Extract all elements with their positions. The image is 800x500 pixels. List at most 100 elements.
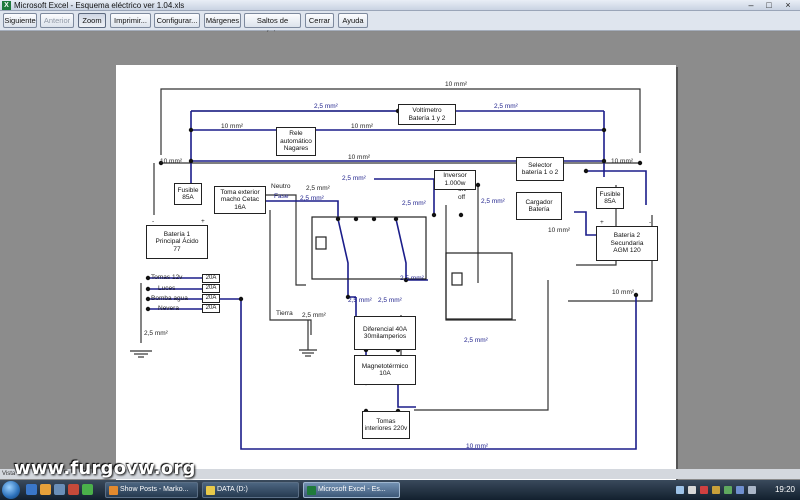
wire-right-return: [576, 185, 617, 266]
load-3-fuse: 20A: [202, 294, 220, 303]
shore-power-box: Toma exterior macho Cetac 16A: [214, 186, 266, 214]
status-text: Vista: [2, 471, 16, 477]
load-1-label: Tomas 12v: [151, 274, 183, 281]
breaker-box: Magnetotérmico 10A: [354, 355, 416, 385]
page-breaks-button[interactable]: Saltos de página: [244, 13, 301, 38]
wire-top-10mm: [160, 88, 641, 155]
label-neutro: Neutro: [271, 183, 291, 190]
battery1-minus: -: [152, 218, 155, 225]
label-25mm-g: 2,5 mm²: [481, 198, 505, 205]
quicklaunch-app-icon[interactable]: [82, 484, 93, 495]
label-10mm-mid: 10 mm²: [348, 154, 371, 161]
label-25mm-j: 2,5 mm²: [378, 297, 402, 304]
wire-charger-bat: [574, 211, 604, 236]
label-10mm-a: 10 mm²: [221, 123, 244, 130]
previous-page-button[interactable]: Anterior: [40, 13, 74, 28]
inverter-box: Inversor 1.000w: [434, 170, 476, 190]
wire-contact-a: [337, 218, 356, 298]
label-25mm-i: 2,5 mm²: [348, 297, 372, 304]
load-4-fuse: 20A: [202, 304, 220, 313]
fuse1-box: Fusible 85A: [174, 183, 202, 205]
taskbar-item-label: DATA (D:): [217, 486, 248, 493]
label-25mm-b: 2,5 mm²: [494, 103, 518, 110]
quicklaunch-media-icon[interactable]: [68, 484, 79, 495]
label-25mm-e: 2,5 mm²: [300, 195, 324, 202]
load-1-fuse: 20A: [202, 274, 220, 283]
zoom-button[interactable]: Zoom: [78, 13, 106, 28]
label-10mm-bottom: 10 mm²: [466, 443, 489, 450]
close-preview-button[interactable]: Cerrar: [305, 13, 334, 28]
tray-update-icon[interactable]: [724, 486, 732, 494]
label-25mm-f: 2,5 mm²: [402, 200, 426, 207]
next-page-button[interactable]: Siguiente: [3, 13, 37, 28]
label-25mm-d: 2,5 mm²: [342, 175, 366, 182]
margins-button[interactable]: Márgenes: [204, 13, 241, 28]
label-10mm-right: 10 mm²: [611, 158, 634, 165]
taskbar-item-explorer[interactable]: DATA (D:): [202, 482, 299, 498]
battery1-plus: +: [201, 218, 205, 225]
tray-volume-icon[interactable]: [688, 486, 696, 494]
wire-shore-neutral: [264, 194, 306, 286]
start-button[interactable]: [2, 481, 20, 499]
title-bar: X Microsoft Excel - Esquema eléctrico ve…: [0, 0, 800, 11]
tray-network-icon[interactable]: [676, 486, 684, 494]
interior-sockets-box: Tomas interiores 220v: [362, 411, 410, 439]
quicklaunch-firefox-icon[interactable]: [40, 484, 51, 495]
differential-box: Diferencial 40A 30milamperios: [354, 316, 416, 350]
window-title: Microsoft Excel - Esquema eléctrico ver …: [14, 1, 185, 10]
label-tierra: Tierra: [276, 310, 293, 317]
label-fase: Fase: [274, 193, 289, 200]
page-setup-button[interactable]: Configurar...: [154, 13, 200, 28]
battery2-box: Batería 2 Secundaria AGM 120: [596, 226, 658, 261]
label-25mm-c: 2,5 mm²: [306, 185, 330, 192]
label-10mm-selector: 10 mm²: [548, 227, 571, 234]
label-25mm-l: 2,5 mm²: [464, 337, 488, 344]
wire-contact-b: [395, 218, 428, 281]
label-10mm-b: 10 mm²: [351, 123, 374, 130]
taskbar-item-forum[interactable]: Show Posts - Marko...: [105, 482, 198, 498]
label-off: off: [458, 194, 466, 201]
quicklaunch-folder-icon[interactable]: [54, 484, 65, 495]
relay-coil-2: [451, 272, 463, 286]
wire-fase: [264, 200, 339, 219]
battery1-box: Batería 1 Principal Ácido 77: [146, 225, 208, 259]
status-bar: Vista: [0, 469, 800, 479]
taskbar: Show Posts - Marko... DATA (D:) Microsof…: [0, 480, 800, 500]
wire-selector: [586, 170, 647, 205]
tray-security-icon[interactable]: [700, 486, 708, 494]
taskbar-clock[interactable]: 19:20: [774, 485, 796, 494]
taskbar-item-excel[interactable]: Microsoft Excel - Es...: [303, 482, 400, 498]
label-10mm-top: 10 mm²: [445, 81, 468, 88]
relay-coil-1: [315, 236, 327, 250]
label-25mm-left: 2,5 mm²: [144, 330, 168, 337]
minimize-button[interactable]: –: [748, 0, 754, 10]
quicklaunch-ie-icon[interactable]: [26, 484, 37, 495]
wire-inverter-in: [374, 178, 435, 215]
website-watermark: www.furgovw.org: [14, 458, 196, 479]
taskbar-item-label: Show Posts - Marko...: [120, 486, 189, 493]
transfer-relay-frame: [311, 216, 427, 280]
preview-workspace: 10 mm² 2,5 mm² 2,5 mm² 10 mm² 10 mm² 10 …: [0, 32, 800, 500]
wire-breaker-sockets: [397, 383, 416, 408]
tray-bluetooth-icon[interactable]: [736, 486, 744, 494]
load-4-label: Nevera: [158, 305, 179, 312]
battery2-plus: +: [600, 219, 604, 226]
label-10mm-left: 10 mm²: [160, 158, 183, 165]
fuse2-box: Fusible 85A: [596, 187, 624, 209]
help-button[interactable]: Ayuda: [338, 13, 368, 28]
charger-box: Cargador Batería: [516, 192, 562, 220]
voltmeter-box: Voltímetro Batería 1 y 2: [398, 104, 456, 125]
tray-power-icon[interactable]: [748, 486, 756, 494]
selector-box: Selector batería 1 o 2: [516, 157, 564, 181]
print-button[interactable]: Imprimir...: [110, 13, 151, 28]
wire-shore-earth: [269, 210, 312, 335]
tray-app-icon[interactable]: [712, 486, 720, 494]
maximize-button[interactable]: □: [766, 0, 772, 10]
close-window-button[interactable]: ×: [785, 0, 791, 10]
label-25mm-k: 2,5 mm²: [302, 312, 326, 319]
load-2-label: Luces: [158, 285, 176, 292]
print-preview-toolbar: Siguiente Anterior Zoom Imprimir... Conf…: [0, 11, 800, 38]
preview-page[interactable]: 10 mm² 2,5 mm² 2,5 mm² 10 mm² 10 mm² 10 …: [116, 65, 676, 500]
label-25mm-a: 2,5 mm²: [314, 103, 338, 110]
label-10mm-right2: 10 mm²: [612, 289, 635, 296]
